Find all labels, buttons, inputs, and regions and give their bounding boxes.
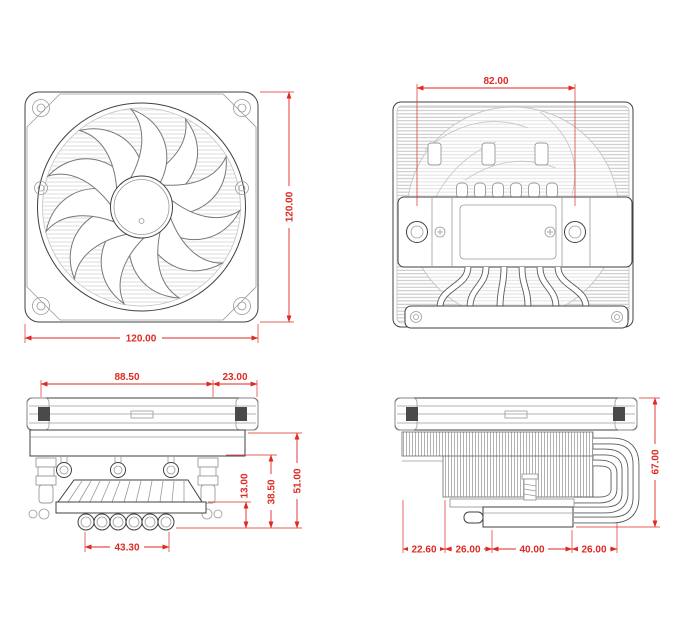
- dim-label-seg1: 22.60: [411, 545, 436, 556]
- fan-hub-inner: [113, 179, 170, 235]
- dim-label-mount-width: 82.00: [483, 76, 508, 87]
- base-block: [482, 506, 574, 528]
- bottom-bracket-screws: [410, 311, 623, 323]
- dim-label-seg3: 40.00: [519, 545, 544, 556]
- dim-label-heatpipe-span: 43.30: [114, 543, 139, 554]
- fan-hub: [110, 175, 173, 239]
- mount-spring-left: [28, 457, 57, 520]
- mounting-bracket: [449, 498, 575, 508]
- dim-mount-width: 82.00: [416, 76, 576, 206]
- dim-side-heights: 13.00 38.50 51.00: [176, 432, 304, 529]
- mounting-screws: [406, 221, 586, 243]
- heatpipe-stubs: [456, 182, 558, 199]
- mounting-plate-dividers: [431, 197, 591, 267]
- spring-screws: [56, 456, 179, 478]
- bottom-bracket: [404, 305, 629, 329]
- mount-spring-right: [197, 457, 223, 520]
- fan-side-profile-right: [394, 397, 638, 431]
- heatsink-top-plate: [29, 429, 246, 457]
- dim-label-side-width-offset: 23.00: [222, 372, 247, 383]
- heatpipes-side: [574, 437, 640, 524]
- dim-label-height-total: 51.00: [293, 468, 304, 493]
- dim-fan-width: 120.00: [24, 324, 259, 345]
- spring-screw-center: [521, 473, 539, 501]
- heatpipe-ends: [77, 513, 175, 531]
- dim-label-fan-width: 120.00: [126, 334, 157, 345]
- heatpipes-top: [436, 266, 590, 308]
- fan-side-profile: [26, 397, 259, 431]
- pipe-tip: [463, 511, 484, 524]
- cooler-side-view-right: 22.60 26.00 40.00 26.00 67.00: [394, 397, 662, 556]
- dim-fan-height: 120.00: [260, 91, 296, 323]
- fan-boss-posts: [427, 142, 549, 166]
- fin-stack-upper: [401, 431, 594, 457]
- dim-heatpipe-span: 43.30: [84, 532, 170, 554]
- dim-label-side-width-main: 88.50: [114, 372, 139, 383]
- fan-opening: [37, 102, 246, 312]
- fan-hub-dot: [138, 218, 145, 224]
- cooler-side-view-left: 88.50 23.00 13.00 38.50 51.00: [26, 372, 304, 554]
- dim-label-height-base: 13.00: [240, 473, 251, 498]
- dim-side-width: 88.50 23.00: [40, 372, 258, 397]
- fin-louvers: [57, 479, 203, 503]
- dim-label-fan-height: 120.00: [285, 191, 296, 222]
- dim-label-seg4: 26.00: [581, 545, 606, 556]
- base-plate: [55, 501, 207, 514]
- fan-front-view: 120.00 120.00: [24, 91, 296, 345]
- dim-bottom-segments: 22.60 26.00 40.00 26.00: [402, 500, 618, 556]
- fan-corner-screws: [32, 99, 251, 315]
- dim-label-total-height: 67.00: [651, 449, 662, 474]
- dim-label-seg2: 26.00: [455, 545, 480, 556]
- cooler-top-view: 82.00: [392, 76, 634, 329]
- dim-total-height: 67.00: [576, 397, 662, 528]
- mounting-plate: [397, 196, 633, 268]
- dim-label-height-mid: 38.50: [267, 479, 278, 504]
- fin-stack-lower: [442, 455, 594, 498]
